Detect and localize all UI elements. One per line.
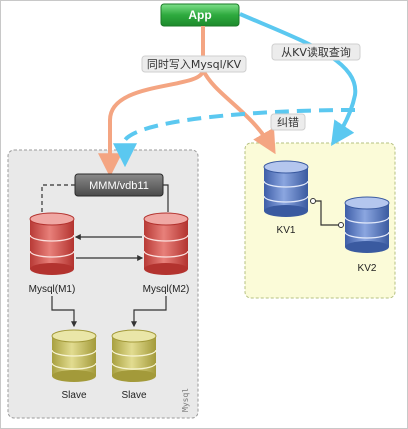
mysql-m2-label: Mysql(M2) [143, 284, 190, 295]
fix-edge-label: 纠错 [270, 113, 306, 131]
proxy-to-m2-link [163, 184, 169, 212]
read-arrow-kv [239, 12, 358, 146]
mmm-proxy-node[interactable]: MMM/vdb11 [74, 173, 164, 197]
m1-to-slave1-link [51, 296, 77, 328]
slave1-label: Slave [61, 390, 86, 401]
write-arrow-mysql [98, 26, 205, 178]
kv1-to-kv2-link [310, 198, 344, 228]
fix-label-text: 纠错 [277, 115, 299, 129]
read-edge-label: 从KV读取查询 [271, 43, 361, 61]
app-node[interactable]: App [160, 3, 240, 27]
kv2-db[interactable] [344, 196, 390, 253]
kv2-label: KV2 [358, 263, 377, 274]
slave1-db[interactable] [51, 329, 97, 382]
mmm-proxy-label: MMM/vdb11 [89, 180, 149, 192]
kv1-label: KV1 [277, 225, 296, 236]
app-label: App [188, 8, 211, 22]
proxy-to-m1-link [41, 184, 75, 212]
slave2-db[interactable] [111, 329, 157, 382]
write-arrow-kv [201, 26, 276, 155]
mysql-group-label: Mysql [181, 388, 190, 412]
write-edge-label: 同时写入Mysql/KV [141, 55, 247, 73]
fix-arrow-mysql [113, 108, 356, 168]
mysql-m1-db[interactable] [29, 212, 75, 275]
slave2-label: Slave [121, 390, 146, 401]
write-label-text: 同时写入Mysql/KV [147, 58, 242, 71]
read-label-text: 从KV读取查询 [281, 45, 351, 59]
mysql-m2-db[interactable] [143, 212, 189, 275]
m2-to-slave2-link [131, 296, 167, 328]
mysql-m1-label: Mysql(M1) [29, 284, 76, 295]
kv1-db[interactable] [263, 160, 309, 217]
